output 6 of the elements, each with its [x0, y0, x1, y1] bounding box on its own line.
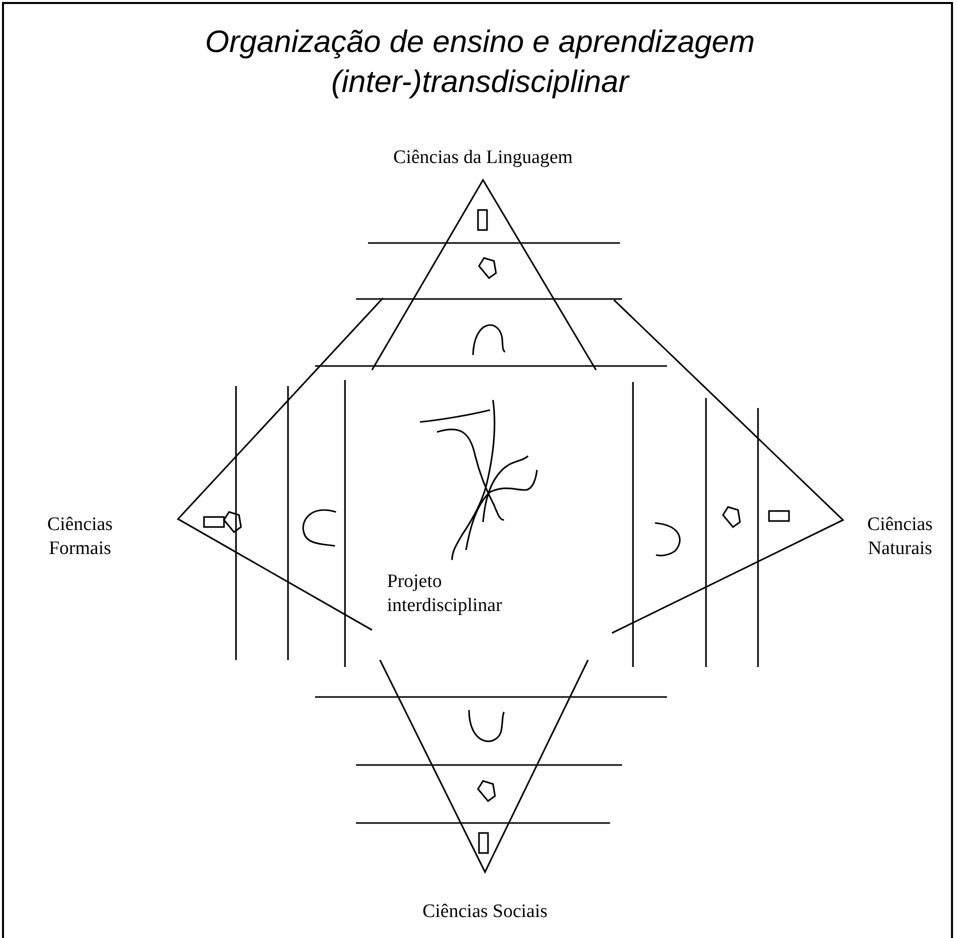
label: Ciências Naturais: [866, 513, 934, 561]
title: Organização de ensino e aprendizagem (inter-)transdisciplinar: [204, 23, 756, 101]
label: Ciências Formais: [46, 513, 114, 561]
label: Projeto interdisciplinar: [387, 570, 504, 618]
label: Ciências Sociais: [421, 900, 549, 924]
label: Ciências da Linguagem: [392, 146, 574, 170]
